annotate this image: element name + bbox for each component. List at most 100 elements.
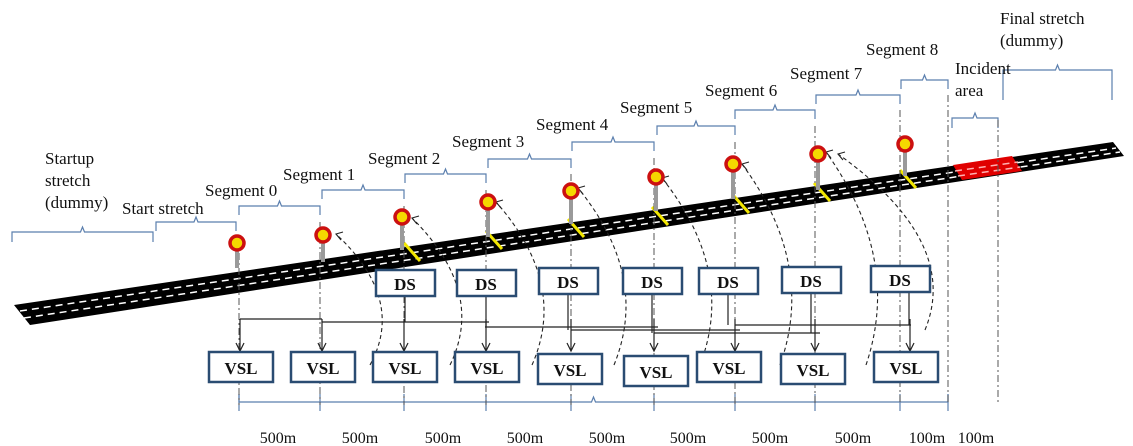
startup-stretch-label-line-1: Startup bbox=[45, 149, 94, 168]
vsl-label-2: VSL bbox=[388, 359, 421, 378]
incident-area-label-line-1: Incident bbox=[955, 59, 1011, 78]
vsl-box-7 bbox=[779, 352, 847, 386]
speed-sign-7 bbox=[809, 145, 827, 163]
sign-control-arc-4 bbox=[661, 177, 713, 366]
segment-label-4: Segment 4 bbox=[536, 115, 609, 134]
start-stretch-bracket bbox=[155, 215, 237, 231]
speed-sign-2 bbox=[393, 208, 411, 226]
connector-group bbox=[235, 149, 934, 366]
segment-label-7: Segment 7 bbox=[790, 64, 863, 83]
vsl-label-3: VSL bbox=[470, 359, 503, 378]
segment-1-bracket bbox=[321, 183, 405, 199]
final-stretch-label-line-1: Final stretch bbox=[1000, 9, 1085, 28]
ds-box-4 bbox=[621, 266, 684, 296]
vsl-box-5 bbox=[622, 354, 690, 388]
ds-box-2 bbox=[455, 268, 518, 298]
distance-label-3: 500m bbox=[507, 430, 544, 446]
sign-control-arc-6 bbox=[825, 151, 879, 366]
sign-control-arc-7 bbox=[837, 153, 934, 331]
vsl-box-2 bbox=[371, 350, 439, 384]
ds-box-group: DS DS DS DS DS DS DS bbox=[374, 264, 932, 298]
segment-label-1: Segment 1 bbox=[283, 165, 355, 184]
vsl-label-8: VSL bbox=[889, 359, 922, 378]
vsl-label-1: VSL bbox=[306, 359, 339, 378]
detector-0 bbox=[402, 242, 422, 262]
segment-0-bracket bbox=[238, 199, 321, 215]
vsl-box-8 bbox=[872, 350, 940, 384]
vsl-box-group: VSL VSL VSL VSL VSL VSL VSL VSL VSL bbox=[207, 350, 940, 388]
ds-label-5: DS bbox=[717, 273, 739, 292]
segment-label-group: Segment 0 Segment 1 Segment 2 Segment 3 … bbox=[205, 40, 938, 200]
road bbox=[14, 142, 1124, 325]
final-stretch-label-line-2: (dummy) bbox=[1000, 31, 1063, 50]
sign-control-arrowhead-0 bbox=[335, 231, 344, 241]
sign-control-arrowhead-7 bbox=[837, 151, 846, 161]
ds-label-1: DS bbox=[394, 275, 416, 294]
distance-label-6: 500m bbox=[752, 430, 789, 446]
lane-marking-1 bbox=[19, 147, 1117, 312]
vsl-label-0: VSL bbox=[224, 359, 257, 378]
segment-label-6: Segment 6 bbox=[705, 81, 777, 100]
sign-control-arrowhead-5 bbox=[741, 161, 750, 171]
incident-marking-2 bbox=[957, 166, 1021, 177]
detector-4 bbox=[731, 194, 751, 214]
sign-control-arrowhead-1 bbox=[411, 215, 420, 225]
segment-label-2: Segment 2 bbox=[368, 149, 440, 168]
start-stretch-label: Start stretch bbox=[122, 199, 204, 218]
distance-label-8: 100m bbox=[909, 430, 946, 446]
segment-label-0: Segment 0 bbox=[205, 181, 277, 200]
ds-box-3 bbox=[537, 266, 600, 296]
segment-5-bracket bbox=[656, 119, 736, 135]
ds-box-6 bbox=[780, 265, 843, 295]
distance-label-5: 500m bbox=[670, 430, 707, 446]
vsl-label-4: VSL bbox=[553, 361, 586, 380]
vsl-box-3 bbox=[453, 350, 521, 384]
distance-label-7: 500m bbox=[835, 430, 872, 446]
speed-sign-1 bbox=[314, 226, 332, 244]
distance-label-group: 500m 500m 500m 500m 500m 500m 500m 500m … bbox=[260, 430, 995, 446]
segment-7-bracket bbox=[815, 88, 901, 104]
ds-box-5 bbox=[697, 266, 760, 296]
vsl-feed-arrowhead-5 bbox=[649, 342, 659, 353]
vsl-feed-arrowhead-4 bbox=[566, 342, 576, 353]
sign-control-arc-3 bbox=[577, 187, 627, 366]
speed-sign-0 bbox=[228, 234, 246, 252]
vsl-box-0 bbox=[207, 350, 275, 384]
vsl-box-6 bbox=[695, 350, 763, 384]
startup-stretch-bracket bbox=[11, 225, 154, 242]
final-stretch-bracket bbox=[1002, 63, 1113, 100]
speed-sign-6 bbox=[724, 155, 742, 173]
incident-area-bracket bbox=[951, 111, 999, 128]
speed-sign-5 bbox=[647, 168, 665, 186]
sign-control-arc-0 bbox=[335, 233, 383, 366]
segment-label-5: Segment 5 bbox=[620, 98, 692, 117]
sign-control-arc-5 bbox=[741, 163, 793, 366]
sign-control-arrowhead-2 bbox=[495, 199, 504, 209]
distance-scale-bracket bbox=[238, 394, 949, 403]
vsl-label-6: VSL bbox=[712, 359, 745, 378]
detector-6 bbox=[898, 169, 918, 189]
incident-marking-1 bbox=[954, 161, 1019, 172]
ds-label-6: DS bbox=[800, 272, 822, 291]
vsl-box-4 bbox=[536, 352, 604, 386]
ds-box-7 bbox=[869, 264, 932, 294]
ds-label-3: DS bbox=[557, 273, 579, 292]
speed-sign-3 bbox=[479, 193, 497, 211]
startup-stretch-label-line-2: stretch bbox=[45, 171, 91, 190]
startup-stretch-label-line-3: (dummy) bbox=[45, 193, 108, 212]
sign-group bbox=[228, 135, 914, 268]
vsl-label-5: VSL bbox=[639, 363, 672, 382]
speed-sign-8 bbox=[896, 135, 914, 153]
segment-3-bracket bbox=[487, 152, 572, 168]
distance-label-4: 500m bbox=[589, 430, 626, 446]
segment-4-bracket bbox=[571, 135, 655, 151]
speed-sign-4 bbox=[562, 182, 580, 200]
ds-box-1 bbox=[374, 268, 437, 298]
distance-label-0: 500m bbox=[260, 430, 297, 446]
vsl-box-1 bbox=[289, 350, 357, 384]
ds-label-4: DS bbox=[641, 273, 663, 292]
segment-8-bracket bbox=[900, 73, 949, 89]
segment-label-3: Segment 3 bbox=[452, 132, 524, 151]
distance-label-1: 500m bbox=[342, 430, 379, 446]
